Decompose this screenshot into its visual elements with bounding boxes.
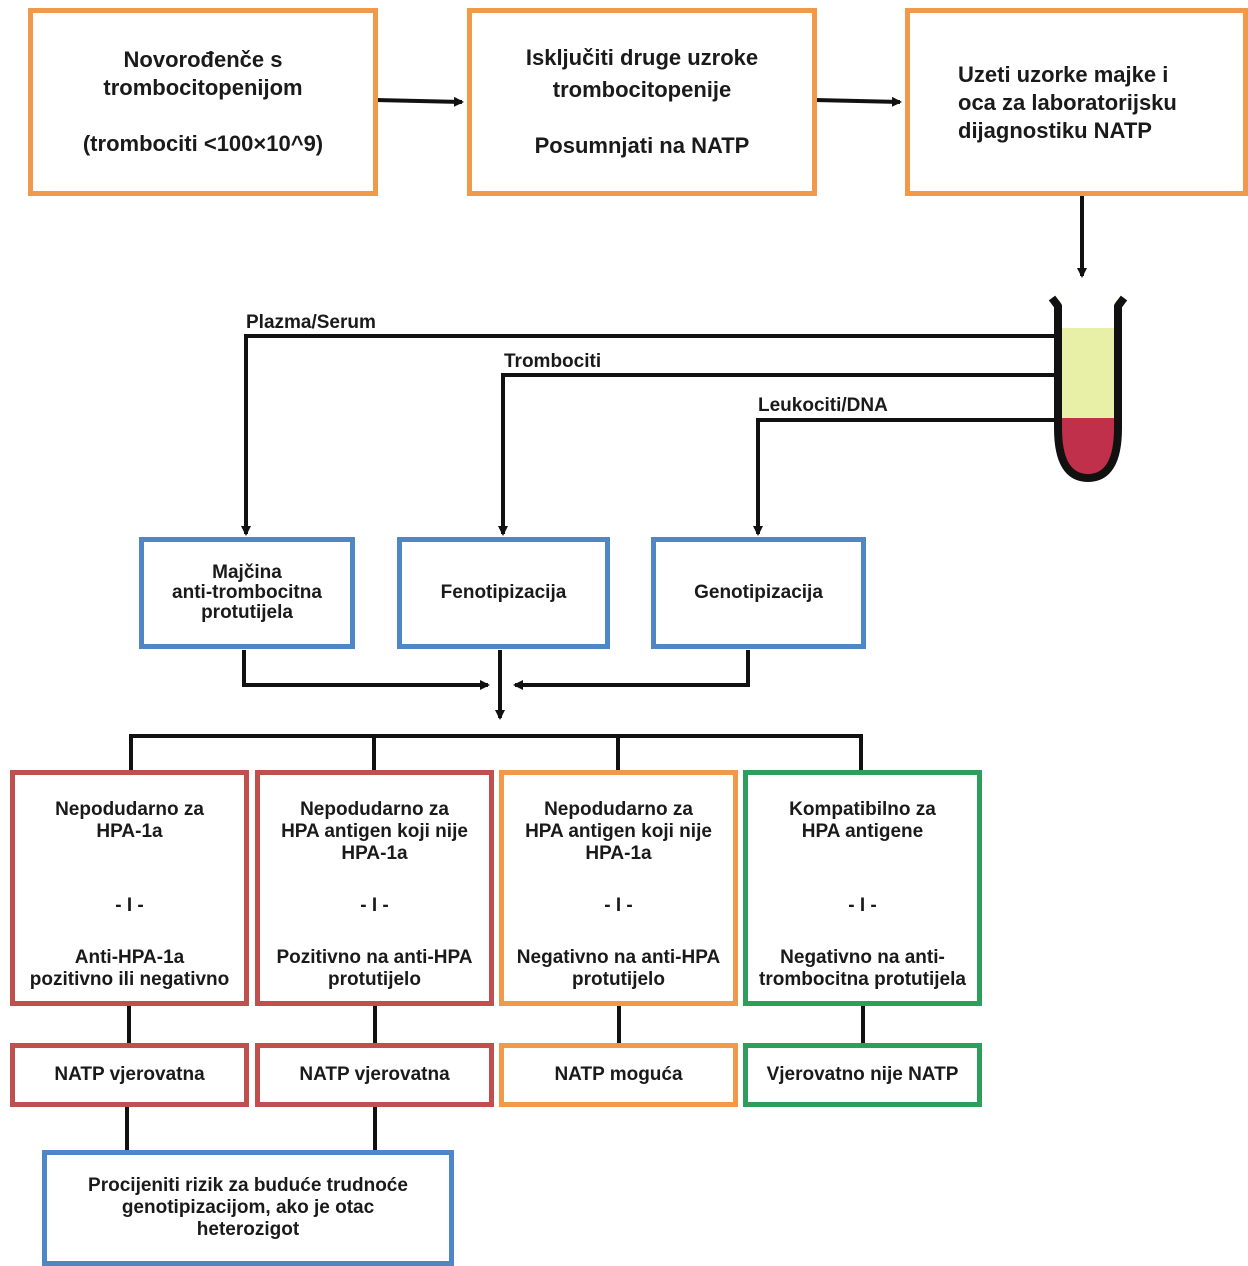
outcome-natp-unlikely: Vjerovatno nije NATP	[743, 1043, 982, 1107]
leukocytes-dna-label: Leukociti/DNA	[758, 395, 888, 416]
maternal-antibodies-box: Majčina anti-trombocitna protutijela	[139, 537, 355, 649]
phenotyping-box: Fenotipizacija	[397, 537, 610, 649]
test-tube-icon	[1048, 295, 1128, 482]
result-box-2: Nepodudarno za HPA antigen koji nije HPA…	[255, 770, 494, 1006]
newborn-thrombocytopenia-box: Novorođenče s trombocitopenijom (tromboc…	[28, 8, 378, 196]
arrow-merge-right	[513, 650, 750, 690]
arrow-plasma	[241, 334, 1082, 536]
outcome-natp-possible: NATP moguća	[499, 1043, 738, 1107]
result-box-1: Nepodudarno za HPA-1a - I - Anti-HPA-1a …	[10, 770, 249, 1006]
result-box-3: Nepodudarno za HPA antigen koji nije HPA…	[499, 770, 738, 1006]
take-samples-box: Uzeti uzorke majke i oca za laboratorijs…	[905, 8, 1248, 196]
outcome-natp-likely-2: NATP vjerovatna	[255, 1043, 494, 1107]
arrow-platelets	[498, 373, 1082, 536]
platelets-label: Trombociti	[504, 351, 602, 372]
future-pregnancy-risk-box: Procijeniti rizik za buduće trudnoće gen…	[42, 1150, 454, 1266]
arrow-merge-left	[242, 650, 490, 690]
arrow-box1-box2	[375, 96, 464, 107]
arrow-leukocytes	[753, 418, 1082, 536]
outcome-natp-likely-1: NATP vjerovatna	[10, 1043, 249, 1107]
result-box-4: Kompatibilno za HPA antigene - I - Negat…	[743, 770, 982, 1006]
plasma-serum-label: Plazma/Serum	[246, 312, 376, 333]
arrow-box2-box3	[814, 96, 902, 107]
genotyping-box: Genotipizacija	[651, 537, 866, 649]
exclude-causes-box: Isključiti druge uzroke trombocitopenije…	[467, 8, 817, 196]
